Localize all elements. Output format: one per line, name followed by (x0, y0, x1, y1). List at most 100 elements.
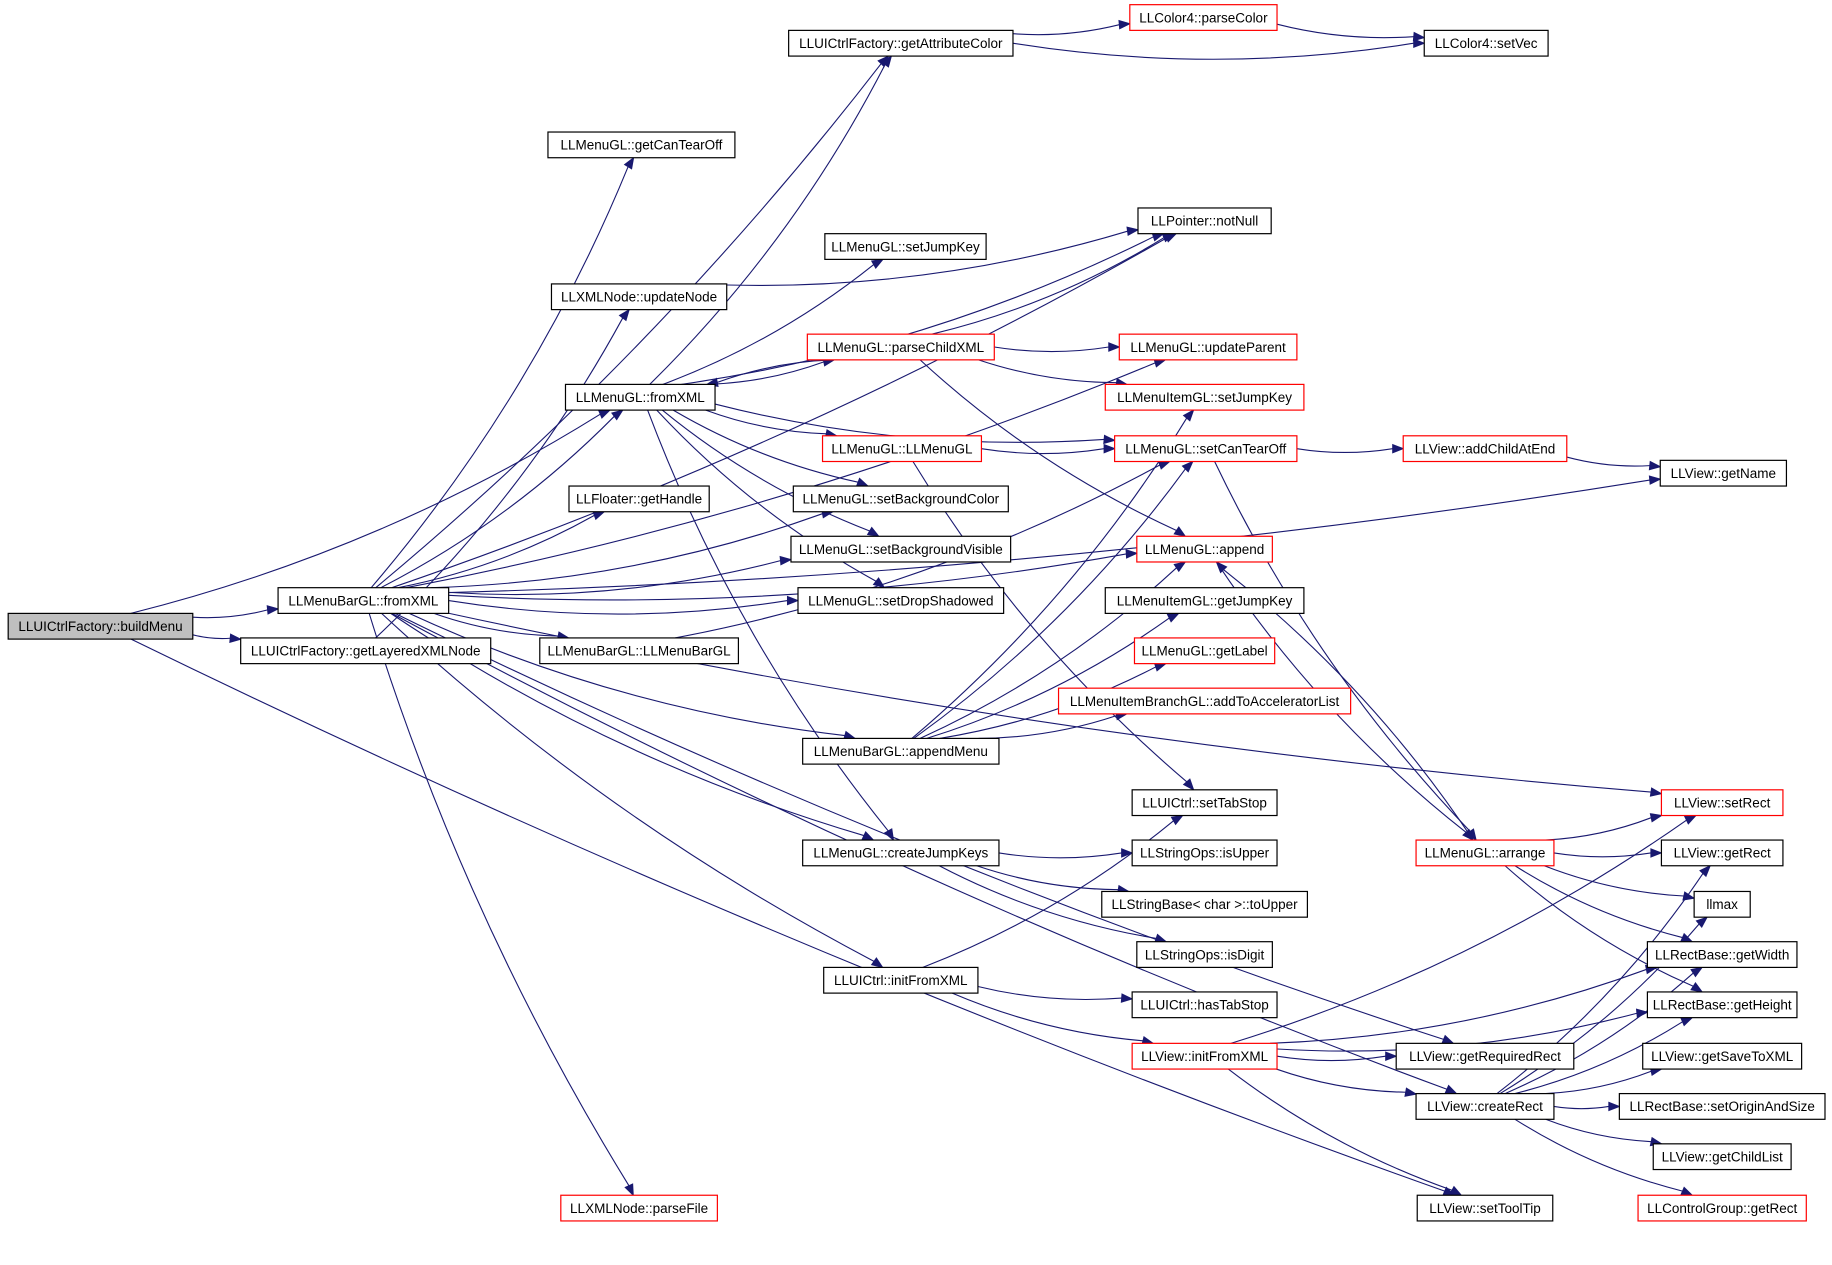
call-edge-line (675, 464, 1161, 639)
node-llview-getrequiredrect[interactable]: LLView::getRequiredRect (1395, 1042, 1575, 1070)
arrowhead-icon (1462, 828, 1475, 842)
node-box (1637, 1194, 1807, 1222)
node-label: LLRectBase::getHeight (1653, 998, 1792, 1013)
node-llcontrolgroup-getrect[interactable]: LLControlGroup::getRect (1637, 1194, 1807, 1222)
node-llmenugl-fromxml[interactable]: LLMenuGL::fromXML (564, 383, 716, 411)
call-edge-llmenubargl-fromxml-to-llmenugl-append (448, 549, 1139, 601)
node-label: LLUICtrlFactory::getLayeredXMLNode (251, 644, 481, 659)
arrowhead-icon (229, 633, 243, 644)
call-edge-llview-createrect-to-llrectbase-getwidth (1504, 966, 1704, 1095)
arrowhead-icon (1182, 409, 1195, 422)
node-llmenuitemgl-setjumpkey[interactable]: LLMenuItemGL::setJumpKey (1104, 383, 1305, 411)
node-llview-addchildatend[interactable]: LLView::addChildAtEnd (1402, 435, 1568, 463)
node-llmenugl-arrange[interactable]: LLMenuGL::arrange (1415, 839, 1555, 867)
arrowhead-icon (1125, 549, 1139, 559)
call-edge-line (978, 715, 1117, 739)
call-edge-llcolor4-parsecolor-to-llcolor4-setvec (1276, 23, 1426, 42)
arrowhead-icon (1215, 560, 1228, 574)
node-lluictrl-hastabstop[interactable]: LLUICtrl::hasTabStop (1131, 991, 1278, 1019)
node-llcolor4-setvec[interactable]: LLColor4::setVec (1423, 29, 1549, 57)
node-llview-getchildlist[interactable]: LLView::getChildList (1652, 1143, 1792, 1171)
node-box (1395, 1042, 1575, 1070)
call-edge-line (1012, 24, 1120, 36)
call-edge-line (448, 553, 1127, 601)
node-lluictrlfactory-getattributecolor[interactable]: LLUICtrlFactory::getAttributeColor (788, 29, 1014, 57)
node-llrectbase-getheight[interactable]: LLRectBase::getHeight (1646, 991, 1798, 1019)
node-llview-getrect[interactable]: LLView::getRect (1660, 839, 1784, 867)
arrowhead-icon (786, 595, 800, 606)
node-label: LLMenuItemGL::setJumpKey (1117, 390, 1292, 405)
node-llrectbase-setoriginandsize[interactable]: LLRectBase::setOriginAndSize (1618, 1092, 1826, 1120)
node-llmenuitemgl-getjumpkey[interactable]: LLMenuItemGL::getJumpKey (1104, 587, 1305, 614)
call-edge-llmenubargl-fromxml-to-llmenugl-fromxml (380, 409, 624, 589)
node-label: LLMenuGL::setDropShadowed (808, 593, 993, 608)
node-llmenugl-llmenugl[interactable]: LLMenuGL::LLMenuGL (821, 435, 983, 463)
node-box (802, 839, 1000, 867)
call-edge-llmenubargl-fromxml-to-llmenugl-setdropshadowed (448, 595, 800, 615)
node-llxmlnode-parsefile[interactable]: LLXMLNode::parseFile (560, 1194, 718, 1222)
node-llview-getsavetoxml[interactable]: LLView::getSaveToXML (1642, 1042, 1803, 1070)
node-llview-createrect[interactable]: LLView::createRect (1415, 1092, 1555, 1120)
node-llmenuitembranchgl-addtoacceleratorlist[interactable]: LLMenuItemBranchGL::addToAcceleratorList (1057, 687, 1352, 715)
arrowhead-icon (779, 555, 793, 566)
arrowhead-icon (1103, 443, 1117, 454)
node-lluictrl-settabstop[interactable]: LLUICtrl::setTabStop (1131, 789, 1278, 817)
call-edge-llmenugl-parsechildxml-to-llmenugl-fromxml (705, 359, 835, 388)
node-llpointer-notnull[interactable]: LLPointer::notNull (1137, 207, 1272, 235)
arrowhead-icon (1649, 787, 1663, 797)
node-lluictrlfactory-getlayeredxmlnode[interactable]: LLUICtrlFactory::getLayeredXMLNode (240, 637, 492, 665)
node-llcolor4-parsecolor[interactable]: LLColor4::parseColor (1129, 4, 1278, 31)
node-llstringops-isdigit[interactable]: LLStringOps::isDigit (1136, 941, 1273, 969)
node-llstringbase-char-toupper[interactable]: LLStringBase< char >::toUpper (1101, 890, 1309, 918)
node-llmenugl-updateparent[interactable]: LLMenuGL::updateParent (1118, 333, 1298, 361)
call-edge-line (1276, 1068, 1406, 1093)
node-llview-settooltip[interactable]: LLView::setToolTip (1416, 1194, 1554, 1222)
call-edge-line (931, 237, 1165, 335)
node-llstringops-isupper[interactable]: LLStringOps::isUpper (1131, 839, 1278, 867)
node-box (1402, 435, 1568, 463)
call-edge-lluictrlfactory-getattributecolor-to-llcolor4-setvec (1012, 38, 1426, 60)
node-lluictrl-initfromxml[interactable]: LLUICtrl::initFromXML (823, 966, 979, 994)
node-llmenubargl-llmenubargl[interactable]: LLMenuBarGL::LLMenuBarGL (539, 637, 740, 665)
call-edge-line (1545, 817, 1652, 841)
call-edge-line (938, 865, 1157, 939)
node-llview-getname[interactable]: LLView::getName (1659, 459, 1788, 487)
node-label: LLControlGroup::getRect (1647, 1201, 1797, 1216)
node-label: LLMenuGL::setBackgroundColor (802, 492, 999, 507)
call-edge-line (1514, 1118, 1683, 1192)
node-llmenugl-setjumpkey[interactable]: LLMenuGL::setJumpKey (824, 233, 987, 260)
node-llmenugl-setbackgroundcolor[interactable]: LLMenuGL::setBackgroundColor (792, 485, 1009, 513)
arrowhead-icon (1166, 612, 1180, 623)
node-llmenugl-parsechildxml[interactable]: LLMenuGL::parseChildXML (806, 333, 995, 361)
node-llmenugl-createjumpkeys[interactable]: LLMenuGL::createJumpKeys (802, 839, 1000, 867)
node-llmenugl-setbackgroundvisible[interactable]: LLMenuGL::setBackgroundVisible (790, 535, 1012, 563)
node-label: LLFloater::getHandle (576, 492, 702, 507)
node-label: LLMenuGL::createJumpKeys (813, 846, 988, 861)
node-llmenugl-setcantearoff[interactable]: LLMenuGL::setCanTearOff (1114, 435, 1298, 463)
node-llmenugl-append[interactable]: LLMenuGL::append (1136, 535, 1273, 563)
node-llmax[interactable]: llmax (1693, 890, 1751, 918)
node-llfloater-gethandle[interactable]: LLFloater::getHandle (568, 485, 710, 513)
arrowhead-icon (1126, 226, 1140, 237)
arrowhead-icon (1392, 443, 1405, 454)
call-edge-line (1545, 1118, 1652, 1143)
arrowhead-icon (883, 828, 895, 842)
node-box (1129, 4, 1278, 31)
node-llview-initfromxml[interactable]: LLView::initFromXML (1131, 1042, 1278, 1070)
call-edge-line (398, 514, 595, 589)
node-llmenugl-setdropshadowed[interactable]: LLMenuGL::setDropShadowed (797, 587, 1005, 614)
node-llmenubargl-appendmenu[interactable]: LLMenuBarGL::appendMenu (802, 737, 1000, 765)
node-llxmlnode-updatenode[interactable]: LLXMLNode::updateNode (550, 283, 728, 311)
node-lluictrlfactory-buildmenu[interactable]: LLUICtrlFactory::buildMenu (7, 612, 194, 640)
node-box (802, 737, 1000, 765)
node-llview-setrect[interactable]: LLView::setRect (1660, 789, 1784, 817)
arrowhead-icon (870, 957, 884, 969)
node-label: LLMenuBarGL::appendMenu (814, 744, 988, 759)
node-llmenugl-getlabel[interactable]: LLMenuGL::getLabel (1133, 637, 1276, 665)
node-llrectbase-getwidth[interactable]: LLRectBase::getWidth (1646, 941, 1798, 969)
call-edge-line (681, 236, 1154, 385)
node-llmenugl-getcantearoff[interactable]: LLMenuGL::getCanTearOff (547, 131, 736, 159)
node-llmenubargl-fromxml[interactable]: LLMenuBarGL::fromXML (277, 587, 450, 614)
call-edge-llmenubargl-fromxml-to-llmenubargl-llmenubargl (433, 612, 570, 641)
